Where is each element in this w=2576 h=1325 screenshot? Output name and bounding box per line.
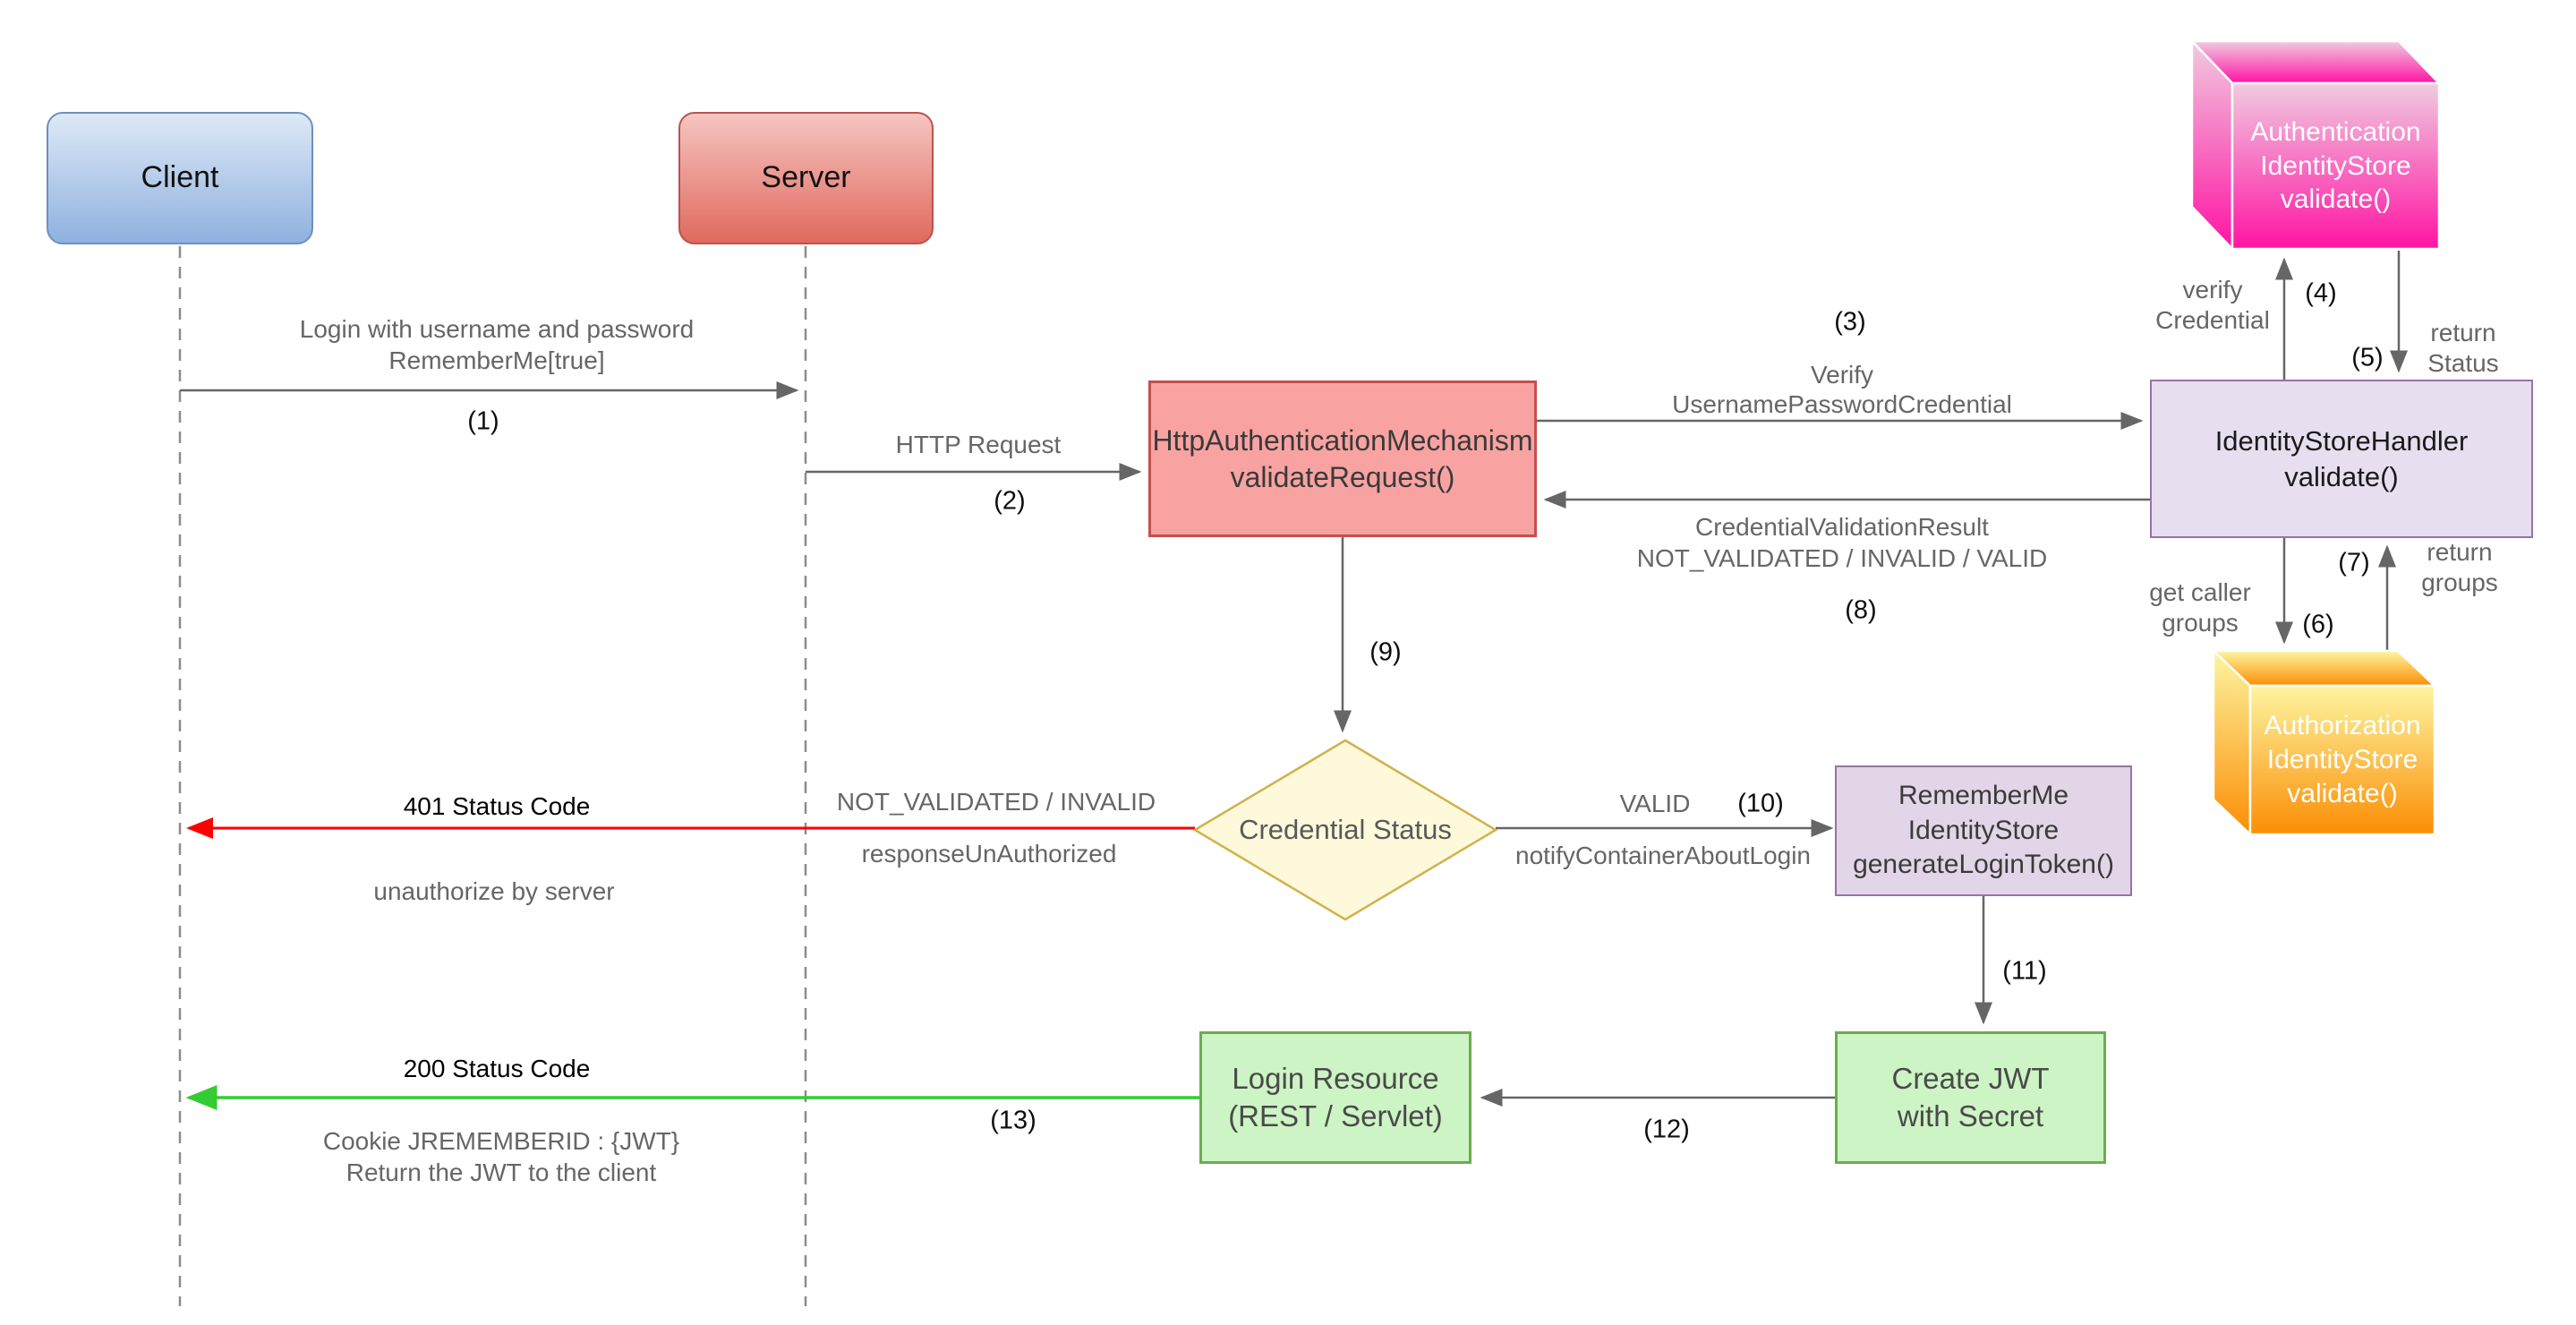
http-authentication-mechanism-node: HttpAuthenticationMechanism validateRequ… [1148, 380, 1537, 537]
msg5-line1: return [2430, 319, 2496, 346]
msg7-number: (7) [2338, 548, 2370, 577]
authorization-identity-store-cube [2210, 648, 2438, 837]
msg6-line2: groups [2162, 609, 2239, 637]
msg11-number: (11) [2002, 956, 2047, 986]
msg6-line1: get caller [2149, 578, 2251, 606]
msg7-line1: return [2427, 538, 2493, 566]
client-actor: Client [47, 112, 313, 244]
remember-me-line3: generateLoginToken() [1853, 850, 2114, 880]
identity-store-handler-node: IdentityStoreHandler validate() [2150, 380, 2533, 538]
http-auth-line2: validateRequest() [1230, 460, 1455, 493]
msg8-number: (8) [1845, 595, 1877, 625]
create-jwt-line1: Create JWT [1891, 1061, 2050, 1095]
msg10-result: VALID [1619, 790, 1691, 817]
remember-me-line1: RememberMe [1898, 781, 2069, 811]
msg4-line2: Credential [2155, 306, 2270, 334]
msg1-line2: RememberMe[true] [388, 346, 605, 374]
msg13-line2: Return the JWT to the client [345, 1158, 657, 1186]
server-actor: Server [678, 112, 934, 244]
msg1-number: (1) [467, 406, 499, 436]
http-auth-line1: HttpAuthenticationMechanism [1152, 423, 1533, 457]
identity-store-handler-line1: IdentityStoreHandler [2214, 424, 2469, 457]
auth-cube-top-face [2189, 39, 2442, 85]
msg12-number: (12) [1643, 1115, 1690, 1144]
auth-store-line2: IdentityStore [2260, 150, 2411, 181]
msg10-number: (10) [1737, 789, 1784, 818]
msg3-line1: Verify [1810, 361, 1874, 389]
msg3-line2: UsernamePasswordCredential [1672, 390, 2012, 418]
msg401-below: responseUnAuthorized [861, 840, 1117, 868]
create-jwt-node: Create JWT with Secret [1835, 1031, 2106, 1164]
authz-store-line2: IdentityStore [2266, 745, 2418, 775]
msg13-number: (13) [990, 1106, 1036, 1135]
authz-store-line1: Authorization [2264, 711, 2421, 741]
msg13-line1: Cookie JREMEMBERID : {JWT} [322, 1127, 680, 1155]
msg401-title: 401 Status Code [403, 792, 591, 820]
remember-me-line2: IdentityStore [1907, 815, 2060, 845]
msg6-number: (6) [2302, 610, 2334, 639]
msg2-number: (2) [994, 486, 1026, 516]
msg10-below: notifyContainerAboutLogin [1514, 842, 1812, 869]
create-jwt-line2: with Secret [1897, 1099, 2044, 1133]
auth-cube-front-face [2231, 81, 2441, 251]
msg13-title: 200 Status Code [403, 1055, 591, 1082]
authz-cube-top-face [2210, 649, 2438, 688]
msg8-line2: NOT_VALIDATED / INVALID / VALID [1636, 544, 2048, 572]
msg401-above: NOT_VALIDATED / INVALID [836, 788, 1156, 816]
msg9-number: (9) [1369, 637, 1402, 667]
msg4-line1: verify [2182, 276, 2243, 303]
authz-store-line3: validate() [2287, 778, 2398, 808]
msg7-line2: groups [2421, 568, 2498, 596]
msg401-caption: unauthorize by server [373, 877, 615, 905]
msg5-number: (5) [2351, 343, 2384, 372]
auth-store-line3: validate() [2280, 184, 2392, 215]
credential-status-label: Credential Status [1239, 814, 1452, 845]
identity-store-handler-line2: validate() [2284, 460, 2399, 492]
login-resource-line1: Login Resource [1232, 1061, 1439, 1095]
msg5-line2: Status [2427, 349, 2499, 377]
authentication-identity-store-cube [2189, 38, 2442, 252]
remember-me-identity-store-node: RememberMe IdentityStore generateLoginTo… [1835, 765, 2132, 896]
authz-cube-front-face [2248, 684, 2436, 836]
server-actor-label: Server [761, 160, 851, 195]
msg3-number: (3) [1834, 307, 1866, 337]
auth-store-line1: Authentication [2250, 116, 2421, 147]
login-resource-line2: (REST / Servlet) [1228, 1099, 1443, 1133]
msg4-number: (4) [2305, 278, 2337, 308]
msg1-line1: Login with username and password [299, 315, 695, 343]
msg8-line1: CredentialValidationResult [1695, 513, 1989, 541]
authentication-identity-store-label: Authentication IdentityStore validate() [2232, 83, 2439, 249]
msg2-label: HTTP Request [895, 431, 1062, 458]
client-actor-label: Client [141, 160, 219, 195]
login-resource-node: Login Resource (REST / Servlet) [1199, 1031, 1471, 1164]
authorization-identity-store-label: Authorization IdentityStore validate() [2250, 686, 2435, 834]
credential-status-diamond [1192, 739, 1498, 921]
